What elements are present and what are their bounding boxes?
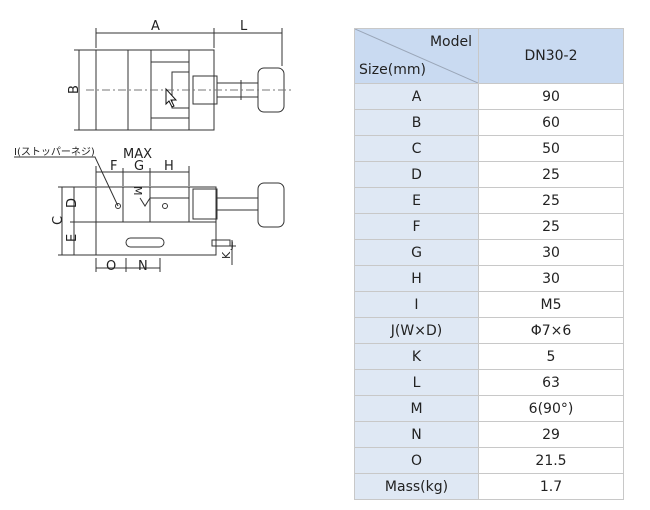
- dim-e-label: E: [65, 234, 80, 242]
- dim-a-label: A: [151, 19, 160, 34]
- row-label: H: [354, 265, 479, 292]
- model-value-header: DN30-2: [478, 28, 624, 84]
- dim-m-label: M: [131, 186, 144, 196]
- row-value: 60: [478, 109, 624, 136]
- row-label: K: [354, 343, 479, 370]
- row-label: L: [354, 369, 479, 396]
- dim-max-label: MAX: [123, 147, 152, 162]
- dim-h-label: H: [164, 159, 174, 174]
- row-value: 1.7: [478, 473, 624, 500]
- dim-d-label: D: [65, 198, 80, 208]
- row-label: A: [354, 83, 479, 110]
- dim-b-label: B: [67, 85, 82, 94]
- size-header-label: Size(mm): [359, 62, 426, 78]
- row-label: G: [354, 239, 479, 266]
- dim-k-label: K: [220, 251, 233, 259]
- row-value: M5: [478, 291, 624, 318]
- dim-n-label: N: [138, 259, 148, 274]
- row-value: 25: [478, 213, 624, 240]
- dim-o-label: O: [106, 259, 116, 274]
- row-value: 30: [478, 265, 624, 292]
- model-header-label: Model: [429, 34, 472, 50]
- table-row: Mass(kg)1.7: [354, 473, 624, 500]
- row-label: O: [354, 447, 479, 474]
- row-label: D: [354, 161, 479, 188]
- row-label: I: [354, 291, 479, 318]
- stopper-screw-note: I(ストッパーネジ): [14, 146, 95, 158]
- row-value: 25: [478, 187, 624, 214]
- row-label: J(W×D): [354, 317, 479, 344]
- dim-l-label: L: [240, 19, 248, 34]
- row-label: N: [354, 421, 479, 448]
- row-value: 21.5: [478, 447, 624, 474]
- row-value: 90: [478, 83, 624, 110]
- table-corner-header: Model Size(mm): [354, 28, 479, 84]
- row-value: 29: [478, 421, 624, 448]
- row-label: B: [354, 109, 479, 136]
- dim-f-label: F: [110, 159, 117, 174]
- row-label: M: [354, 395, 479, 422]
- row-value: 6(90°): [478, 395, 624, 422]
- dim-j-label: J: [230, 241, 234, 251]
- row-value: 30: [478, 239, 624, 266]
- row-value: 50: [478, 135, 624, 162]
- row-value: Φ7×6: [478, 317, 624, 344]
- dim-c-label: C: [51, 216, 66, 225]
- dim-g-label: G: [134, 159, 144, 174]
- row-label: E: [354, 187, 479, 214]
- diagonal-line: [355, 29, 478, 83]
- vise-technical-drawing: A L B I(ストッパーネジ) MAX F G H M C D E K J O…: [14, 19, 292, 274]
- row-value: 5: [478, 343, 624, 370]
- row-value: 63: [478, 369, 624, 396]
- row-label: C: [354, 135, 479, 162]
- row-label: Mass(kg): [354, 473, 479, 500]
- table-row: J(W×D)Φ7×6: [354, 317, 624, 344]
- row-label: F: [354, 213, 479, 240]
- row-value: 25: [478, 161, 624, 188]
